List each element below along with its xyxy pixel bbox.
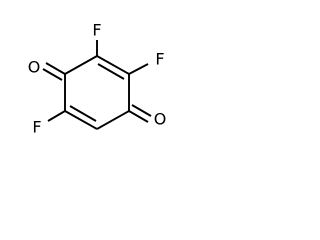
molecule-diagram: F F O O F bbox=[28, 21, 167, 137]
atom-o-left: O bbox=[28, 58, 41, 77]
atom-f-top: F bbox=[92, 21, 101, 40]
bond-c6-f bbox=[47, 110, 66, 122]
bond-c2-c3 bbox=[96, 55, 130, 75]
bond-c4-o bbox=[128, 110, 149, 123]
bond-c1-c2 bbox=[64, 55, 98, 75]
bond-c3-f bbox=[128, 63, 149, 75]
bond-c5-c6-double bbox=[69, 105, 97, 122]
bond-c4-c5 bbox=[96, 110, 130, 130]
bond-c4-o-double bbox=[131, 104, 152, 117]
atom-f-right: F bbox=[155, 50, 164, 69]
atom-o-right: O bbox=[154, 110, 167, 129]
structure-canvas: F F O O F bbox=[0, 0, 188, 170]
bond-c2-c3-double bbox=[97, 63, 125, 80]
bond-c1-o bbox=[45, 62, 66, 75]
atom-f-left: F bbox=[32, 118, 41, 137]
bond-c1-o-double bbox=[42, 68, 63, 81]
bond-c5-c6 bbox=[64, 110, 98, 130]
